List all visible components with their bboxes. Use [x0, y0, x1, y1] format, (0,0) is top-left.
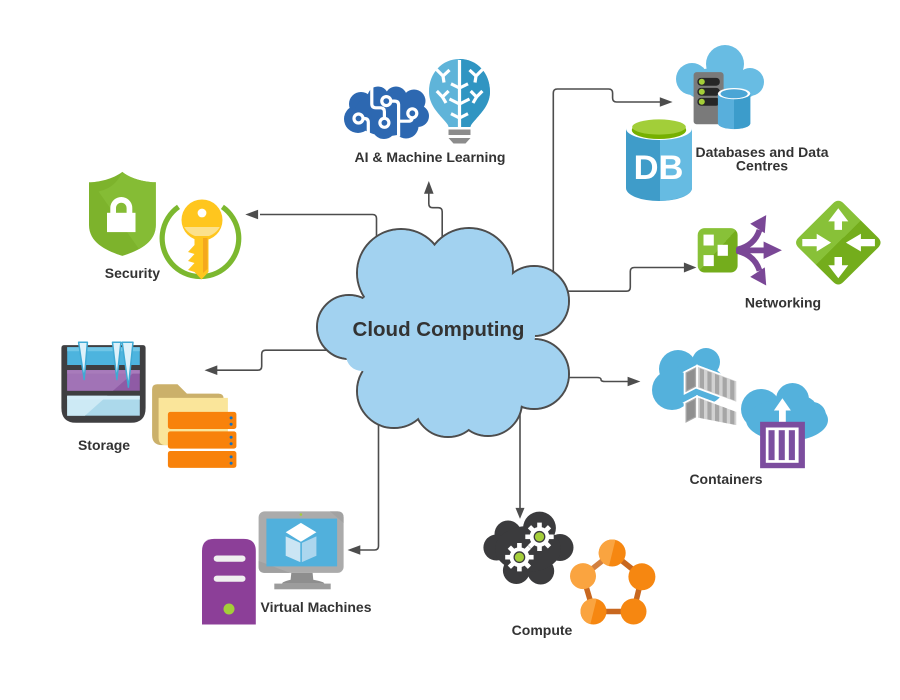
svg-text:Security: Security	[105, 265, 160, 281]
svg-text:Containers: Containers	[689, 471, 762, 487]
svg-text:Databases and Data: Databases and Data	[695, 144, 828, 160]
svg-text:AI & Machine Learning: AI & Machine Learning	[355, 149, 506, 165]
svg-text:Cloud Computing: Cloud Computing	[353, 318, 525, 341]
svg-text:Virtual Machines: Virtual Machines	[260, 599, 371, 615]
svg-text:Compute: Compute	[512, 622, 573, 638]
svg-text:Storage: Storage	[78, 437, 130, 453]
svg-text:Networking: Networking	[745, 295, 821, 311]
svg-text:Centres: Centres	[736, 157, 788, 173]
svg-text:DB: DB	[634, 149, 684, 187]
